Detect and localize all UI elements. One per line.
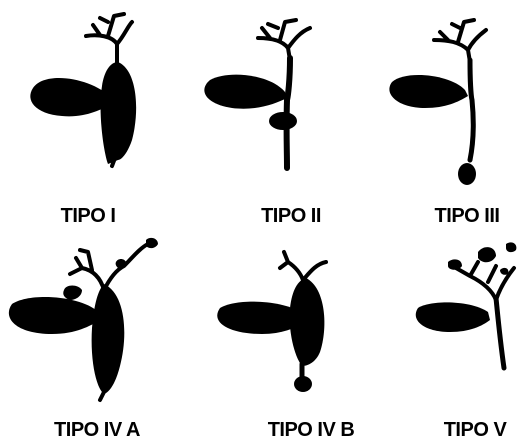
- dilated-common-bile-duct: [92, 284, 125, 394]
- type-2-label: TIPO II: [261, 205, 321, 228]
- duct-tail: [112, 158, 115, 166]
- dilated-common-bile-duct: [290, 278, 325, 366]
- cystic-common-bile-duct: [101, 62, 137, 164]
- figure-type-3: [389, 20, 486, 185]
- type-4a-label: TIPO IV A: [54, 419, 140, 442]
- intrahepatic-ducts: [456, 262, 514, 300]
- intrahepatic-ducts: [86, 14, 132, 66]
- type-3-label: TIPO III: [435, 205, 500, 228]
- gallbladder: [416, 302, 490, 332]
- choledochocele: [294, 376, 312, 392]
- figure-type-1: [30, 14, 136, 166]
- figure-type-5: [416, 242, 517, 368]
- type-4b-label: TIPO IV B: [268, 419, 355, 442]
- intrahepatic-ducts: [70, 244, 148, 290]
- intrahepatic-ducts: [434, 20, 486, 62]
- type-1-label: TIPO I: [61, 205, 116, 228]
- intrahepatic-ducts: [280, 252, 326, 280]
- gallbladder: [9, 297, 100, 334]
- common-bile-duct: [496, 298, 504, 368]
- figure-type-4a: [9, 238, 158, 400]
- duct-tail: [100, 392, 104, 400]
- choledochocele: [458, 163, 476, 185]
- figure-type-4b: [217, 252, 326, 392]
- gallbladder: [389, 75, 468, 108]
- figure-type-2: [204, 20, 310, 168]
- gallbladder: [30, 78, 112, 116]
- intrahepatic-ducts: [258, 20, 310, 60]
- diverticulum: [269, 112, 297, 130]
- gallbladder: [204, 75, 287, 109]
- type-5-label: TIPO V: [444, 419, 507, 442]
- common-bile-duct: [470, 60, 473, 160]
